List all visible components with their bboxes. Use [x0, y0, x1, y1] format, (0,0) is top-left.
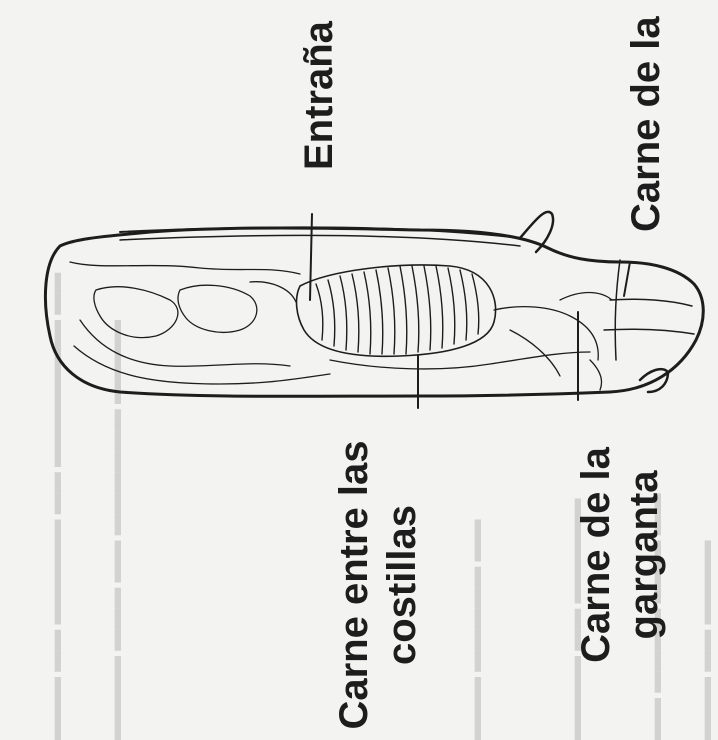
- label-garganta-line2: garganta: [620, 435, 668, 675]
- label-costillas-line2: costillas: [378, 430, 426, 740]
- label-carne-de-la-top: Carne de la: [620, 16, 672, 232]
- label-entrana: Entraña: [294, 21, 344, 170]
- label-costillas-line1: Carne entre las: [330, 430, 378, 740]
- carcass-outline: [45, 228, 703, 396]
- label-garganta-line1: Carne de la: [572, 435, 620, 675]
- label-carne-de-la-garganta: Carne de la garganta: [572, 435, 668, 675]
- label-carne-entre-las-costillas: Carne entre las costillas: [330, 430, 426, 740]
- leader-carne-top: [624, 262, 630, 296]
